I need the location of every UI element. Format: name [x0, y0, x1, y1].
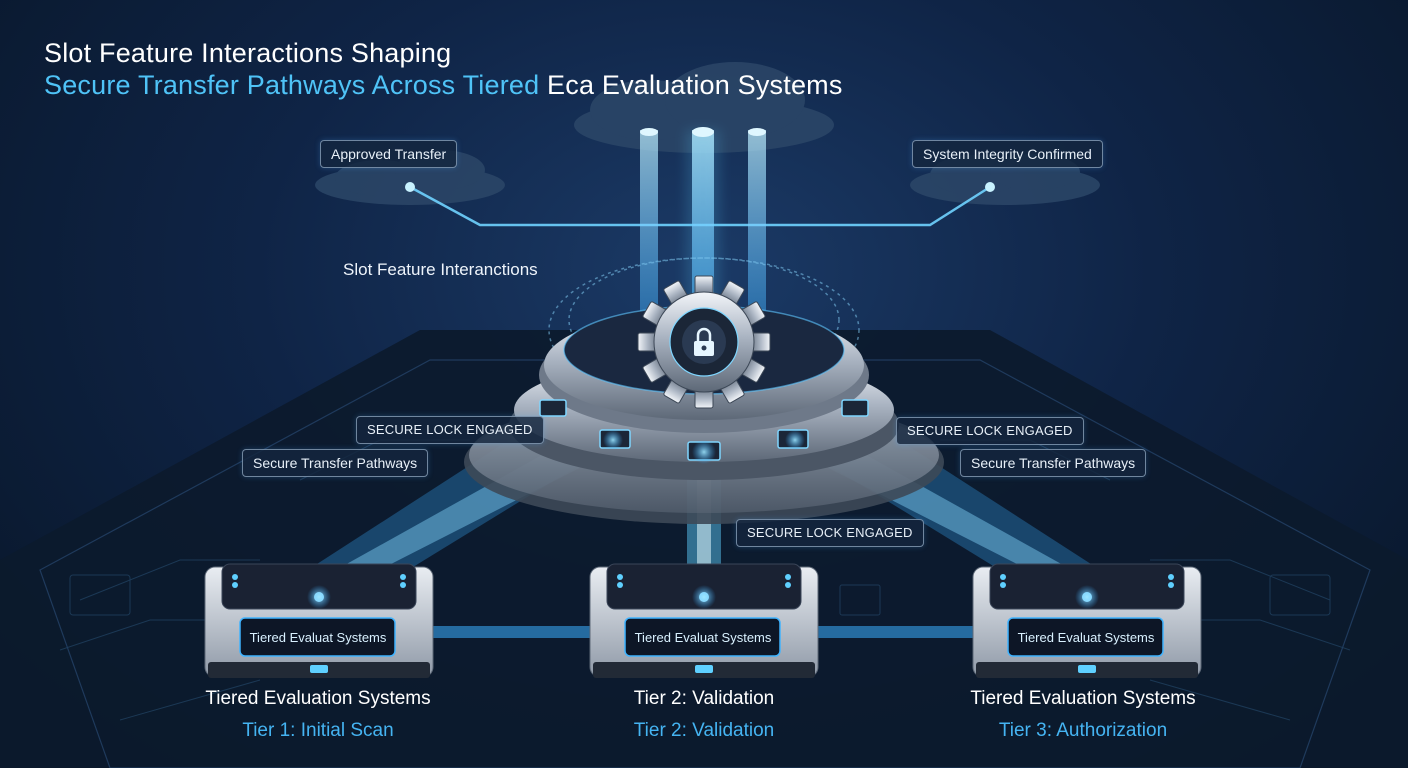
lock-icon: [694, 327, 714, 356]
tier-1-name: Tiered Evaluation Systems: [205, 688, 431, 709]
server-screen-text-3: Tiered Evaluat Systems: [1018, 630, 1155, 645]
server-tier-1: Tiered Evaluat Systems: [204, 563, 434, 678]
slot-feature-label: Slot Feature Interanctions: [343, 260, 538, 279]
cloud-icon: [315, 62, 1100, 205]
pathways-tag-left: Secure Transfer Pathways: [242, 449, 429, 477]
server-tier-2: Tiered Evaluat Systems: [589, 563, 819, 678]
tier-3-sub: Tier 3: Authorization: [998, 720, 1168, 741]
title-rest: Eca Evaluation Systems: [539, 70, 843, 100]
server-screen-text-2: Tiered Evaluat Systems: [635, 630, 772, 645]
approved-transfer-tag: Approved Transfer: [320, 140, 458, 168]
tier-2-name: Tier 2: Validation: [633, 688, 775, 709]
server-tier-3: Tiered Evaluat Systems: [972, 563, 1202, 678]
server-links: [432, 626, 978, 638]
title-line-1: Slot Feature Interactions Shaping: [44, 38, 452, 68]
tier-3-name: Tiered Evaluation Systems: [970, 688, 1196, 709]
secure-lock-tag-right: SECURE LOCK ENGAGED: [896, 417, 1084, 445]
title-accent: Secure Transfer Pathways Across Tiered: [44, 70, 540, 100]
pathways-tag-right: Secure Transfer Pathways: [960, 449, 1147, 477]
title-line-2: Secure Transfer Pathways Across Tiered E…: [44, 70, 843, 101]
system-integrity-tag: System Integrity Confirmed: [912, 140, 1103, 168]
tier-2-sub: Tier 2: Validation: [633, 720, 775, 741]
server-screen-text-1: Tiered Evaluat Systems: [250, 630, 387, 645]
secure-lock-tag-left: SECURE LOCK ENGAGED: [356, 416, 544, 444]
tier-1-sub: Tier 1: Initial Scan: [242, 720, 394, 741]
secure-lock-tag-center: SECURE LOCK ENGAGED: [736, 519, 924, 547]
